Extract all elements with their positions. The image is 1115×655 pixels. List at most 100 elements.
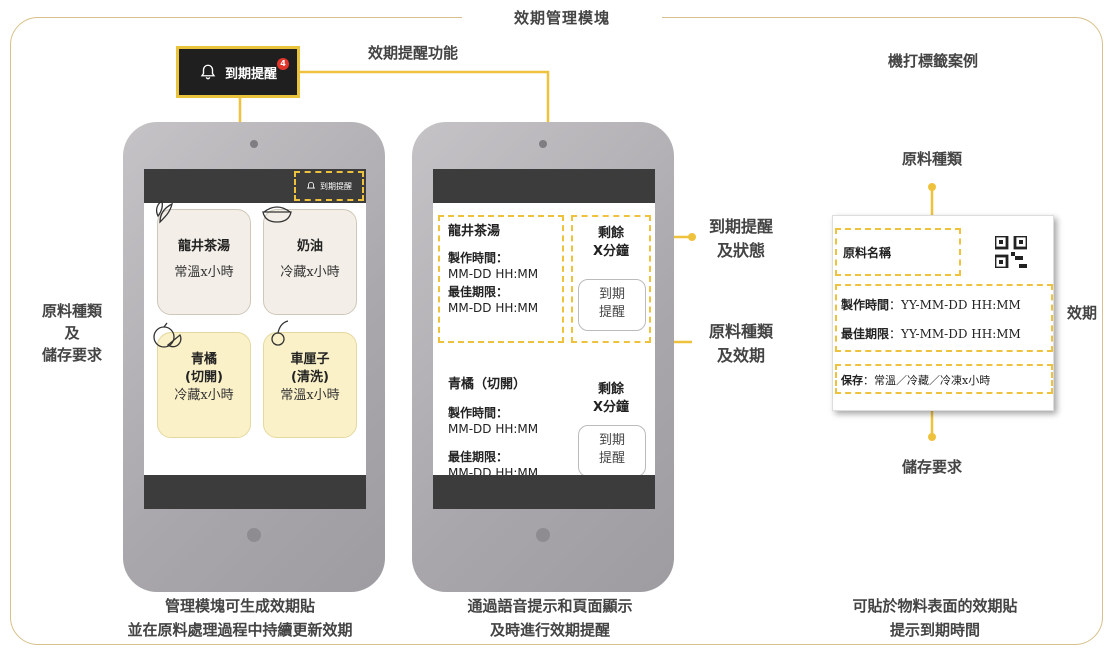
expire-label: 最佳期限 xyxy=(841,327,890,341)
phone-camera xyxy=(539,140,547,148)
notification-badge: 4 xyxy=(277,58,289,70)
expire-label: 最佳期限： xyxy=(448,450,509,464)
label-line-2: 及狀態 xyxy=(716,241,765,260)
expiry-reminder-button[interactable]: 到期提醒 4 xyxy=(176,46,300,98)
storage-box xyxy=(835,364,1053,394)
remain-value: X分鐘 xyxy=(592,244,630,259)
card-green-orange[interactable]: 青橘 (切開) 冷藏x小時 xyxy=(153,322,251,438)
qr-code-icon xyxy=(995,236,1027,268)
caption-line-2: 提示到期時間 xyxy=(889,621,980,639)
card-title: 龍井茶湯 xyxy=(177,239,230,254)
card-longjing-tea[interactable]: 龍井茶湯 常溫x小時 xyxy=(155,199,251,315)
caption-line-1: 管理模塊可生成效期貼 xyxy=(164,597,315,615)
type-expiry-label: 原料種類 及效期 xyxy=(696,320,786,368)
expiry-box xyxy=(835,284,1053,352)
tea-leaf-icon xyxy=(155,199,173,224)
item-1-reminder-button[interactable]: 到期 提醒 xyxy=(578,279,646,331)
caption-line-1: 可貼於物料表面的效期貼 xyxy=(852,597,1018,615)
left-side-label: 原料種類 及 儲存要求 xyxy=(22,300,122,366)
header-reminder-label: 到期提醒 xyxy=(320,181,352,191)
button-line-1: 到期 xyxy=(598,433,625,448)
phone-management: 到期提醒 龍井茶湯 常溫x小時 奶油 冷藏x小時 xyxy=(123,122,385,592)
card-title: 車厘子 xyxy=(290,352,330,367)
remain-value: X分鐘 xyxy=(592,400,630,415)
reminder-function-label: 效期提醒功能 xyxy=(367,44,458,62)
button-line-2: 提醒 xyxy=(598,305,625,320)
home-button xyxy=(247,528,261,542)
expiry-label-card: 原料名稱 製作時間：YY-MM-DD HH:MM 最佳期限：YY-MM-DD H… xyxy=(832,215,1054,411)
item-name: 龍井茶湯 xyxy=(448,224,501,239)
card-storage: 冷藏x小時 xyxy=(174,388,234,403)
made-value: MM-DD HH:MM xyxy=(448,267,539,281)
caption-management: 管理模塊可生成效期貼 並在原料處理過程中持續更新效期 xyxy=(70,594,410,642)
tag-expiry-label: 效期 xyxy=(1066,304,1097,322)
label-line-2: 及效期 xyxy=(716,346,765,365)
bell-icon xyxy=(306,181,316,189)
card-cream[interactable]: 奶油 冷藏x小時 xyxy=(262,206,357,315)
screen-header: 到期提醒 xyxy=(144,169,366,203)
card-cherry[interactable]: 車厘子 (清洗) 常溫x小時 xyxy=(263,320,357,438)
store-value: ：常溫／冷藏／冷凍x小時 xyxy=(863,374,991,387)
cherry-icon xyxy=(271,320,289,346)
machine-label-title: 機打標籤案例 xyxy=(887,52,978,70)
made-label: 製作時間 xyxy=(841,298,890,312)
item-1-remain: 剩餘 X分鐘 xyxy=(575,225,647,261)
label-line-1: 到期提醒 xyxy=(708,217,773,236)
item-info-box xyxy=(438,215,564,343)
store-label: 保存 xyxy=(841,374,863,387)
tag-expire-row: 最佳期限：YY-MM-DD HH:MM xyxy=(841,325,1021,342)
tag-made-row: 製作時間：YY-MM-DD HH:MM xyxy=(841,296,1021,313)
button-line-1: 到期 xyxy=(598,287,625,302)
phone-camera xyxy=(250,140,258,148)
expire-value: MM-DD HH:MM xyxy=(448,301,539,315)
phone-screen: 龍井茶湯 製作時間： MM-DD HH:MM 最佳期限： MM-DD HH:MM… xyxy=(433,169,655,509)
material-name: 原料名稱 xyxy=(843,246,892,260)
card-subtitle: (清洗) xyxy=(291,370,329,385)
reminder-label: 到期提醒 xyxy=(224,66,277,82)
made-label: 製作時間： xyxy=(448,251,509,265)
citrus-icon xyxy=(153,322,182,348)
remain-box xyxy=(571,215,651,343)
screen-footer xyxy=(144,475,366,509)
remain-label: 剩餘 xyxy=(597,226,624,241)
item-2-info: 青橘（切開） 製作時間： MM-DD HH:MM 最佳期限： MM-DD HH:… xyxy=(448,377,538,481)
card-storage: 常溫x小時 xyxy=(174,265,234,280)
bell-icon xyxy=(200,64,216,80)
left-label-line-2: 及 xyxy=(64,324,80,342)
caption-label: 可貼於物料表面的效期貼 提示到期時間 xyxy=(800,594,1070,642)
tag-storage-label: 儲存要求 xyxy=(901,458,962,476)
card-title: 青橘 xyxy=(190,352,217,367)
label-line-1: 原料種類 xyxy=(708,322,773,341)
phone-reminder: 龍井茶湯 製作時間： MM-DD HH:MM 最佳期限： MM-DD HH:MM… xyxy=(412,122,674,592)
screen-footer xyxy=(433,475,655,509)
card-storage: 常溫x小時 xyxy=(280,388,340,403)
item-1-info: 龍井茶湯 製作時間： MM-DD HH:MM 最佳期限： MM-DD HH:MM xyxy=(448,224,538,316)
caption-line-2: 並在原料處理過程中持續更新效期 xyxy=(127,621,353,639)
caption-reminder: 通過語音提示和頁面顯示 及時進行效期提醒 xyxy=(390,594,710,642)
header-reminder-button[interactable]: 到期提醒 xyxy=(294,171,364,201)
left-label-line-3: 儲存要求 xyxy=(41,346,102,364)
card-storage: 冷藏x小時 xyxy=(280,265,340,280)
expire-label: 最佳期限： xyxy=(448,285,509,299)
home-button xyxy=(536,528,550,542)
screen-header xyxy=(433,169,655,203)
item-2-reminder-button[interactable]: 到期 提醒 xyxy=(578,425,646,477)
made-value: MM-DD HH:MM xyxy=(448,422,539,436)
remain-label: 剩餘 xyxy=(597,382,624,397)
phone-screen: 到期提醒 龍井茶湯 常溫x小時 奶油 冷藏x小時 xyxy=(144,169,366,509)
module-title: 效期管理模塊 xyxy=(462,5,662,31)
left-label-line-1: 原料種類 xyxy=(41,302,102,320)
item-name: 青橘（切開） xyxy=(448,377,527,392)
button-line-2: 提醒 xyxy=(598,451,625,466)
item-2-remain: 剩餘 X分鐘 xyxy=(575,381,647,417)
material-name-box xyxy=(835,228,961,276)
expiry-status-label: 到期提醒 及狀態 xyxy=(696,215,786,263)
cream-bowl-icon xyxy=(262,206,292,223)
card-title: 奶油 xyxy=(296,239,323,254)
caption-line-1: 通過語音提示和頁面顯示 xyxy=(467,597,633,615)
tag-type-label: 原料種類 xyxy=(901,150,962,168)
made-value: ：YY-MM-DD HH:MM xyxy=(889,298,1021,312)
caption-line-2: 及時進行效期提醒 xyxy=(489,621,610,639)
tag-store-row: 保存：常溫／冷藏／冷凍x小時 xyxy=(841,372,990,388)
made-label: 製作時間： xyxy=(448,406,509,420)
